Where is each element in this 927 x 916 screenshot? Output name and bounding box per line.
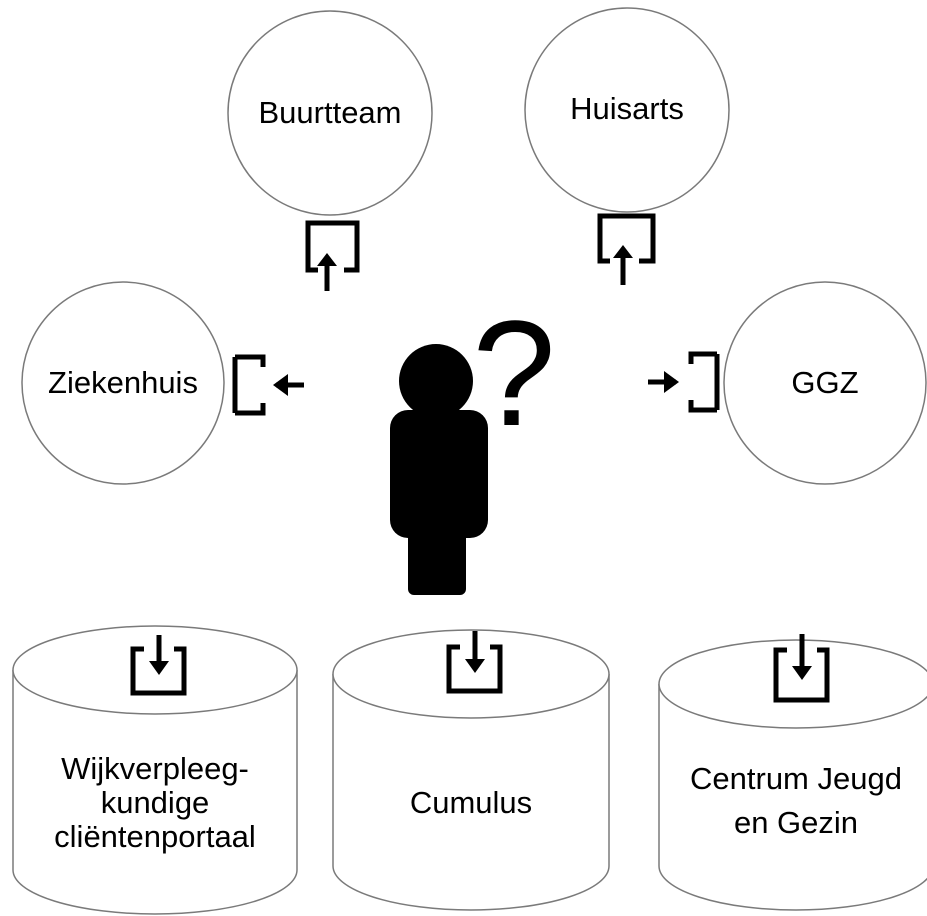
node-buurtteam-label: Buurtteam	[258, 95, 401, 130]
node-ggz-label: GGZ	[791, 365, 858, 400]
db-label-line3: cliëntenportaal	[54, 819, 256, 854]
node-huisarts: Huisarts	[524, 7, 730, 213]
download-icon	[773, 634, 830, 703]
db-label-cjg-line2: en Gezin	[734, 805, 858, 840]
question-mark: ?	[472, 289, 555, 457]
login-icon	[232, 354, 304, 416]
node-buurtteam: Buurtteam	[227, 10, 433, 216]
db-label-line1: Wijkverpleeg-	[61, 751, 249, 786]
node-ziekenhuis: Ziekenhuis	[21, 281, 225, 485]
db-label-cumulus: Cumulus	[410, 785, 532, 820]
download-icon	[446, 631, 503, 694]
upload-icon	[597, 213, 656, 285]
database-wijkverpleegkundige: Wijkverpleeg- kundige cliëntenportaal	[12, 625, 298, 915]
node-ziekenhuis-label: Ziekenhuis	[48, 365, 198, 400]
node-ggz: GGZ	[723, 281, 927, 485]
person-icon	[390, 344, 488, 595]
node-huisarts-label: Huisarts	[570, 91, 684, 126]
db-label-line2: kundige	[101, 785, 210, 820]
download-icon	[130, 635, 187, 696]
db-label-cjg-line1: Centrum Jeugd	[690, 761, 902, 796]
database-cumulus: Cumulus	[332, 629, 610, 911]
database-cjg: Centrum Jeugd en Gezin	[658, 634, 927, 911]
login-icon	[648, 351, 720, 413]
upload-icon	[305, 220, 360, 291]
